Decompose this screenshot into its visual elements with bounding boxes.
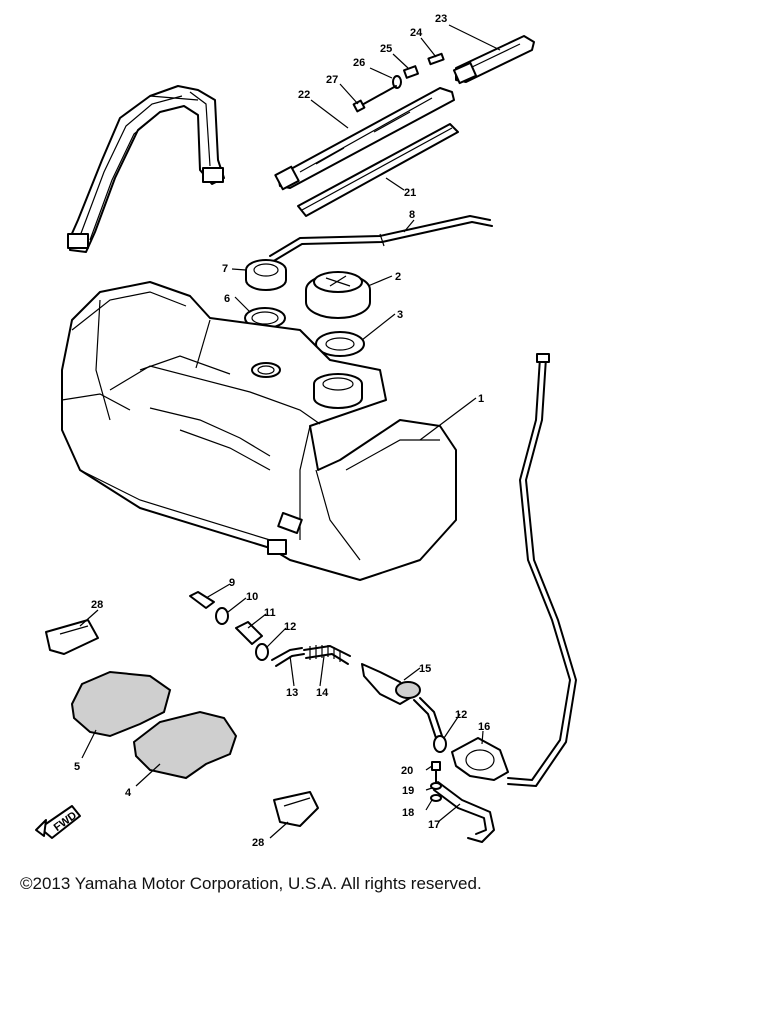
clamp-12a [255, 643, 269, 661]
pad-4 [132, 710, 238, 780]
label-part-11: 11 [264, 607, 276, 619]
tank-strap-22 [274, 87, 455, 191]
filler-cap-2 [305, 271, 371, 319]
part-labels: 23 24 25 26 27 22 21 8 7 2 6 3 1 9 10 11… [74, 13, 490, 849]
label-part-3: 3 [397, 309, 403, 321]
petcock-11 [235, 621, 263, 645]
label-part-21: 21 [404, 187, 416, 199]
filter-15 [361, 663, 421, 705]
spring-hose-14 [303, 645, 351, 665]
label-part-6: 6 [224, 293, 230, 305]
label-part-12b: 12 [455, 709, 467, 721]
label-part-15: 15 [419, 663, 431, 675]
rubber-strip-21 [297, 123, 459, 217]
label-part-16: 16 [478, 721, 490, 733]
label-part-19: 19 [402, 785, 414, 797]
label-part-26: 26 [353, 57, 365, 69]
label-part-1: 1 [478, 393, 484, 405]
washer-19 [430, 782, 442, 790]
hose-13 [271, 647, 305, 667]
label-part-22: 22 [298, 89, 310, 101]
label-part-7: 7 [222, 263, 228, 275]
fuel-tank-1 [61, 281, 457, 581]
label-part-23: 23 [435, 13, 447, 25]
label-part-13: 13 [286, 687, 298, 699]
return-line [507, 353, 577, 787]
label-part-2: 2 [395, 271, 401, 283]
washer-18 [430, 794, 442, 802]
label-part-20: 20 [401, 765, 413, 777]
label-part-8: 8 [409, 209, 415, 221]
pin-24 [427, 52, 445, 66]
label-part-5: 5 [74, 761, 80, 773]
label-part-17: 17 [428, 819, 440, 831]
pump-bracket-17 [433, 781, 495, 843]
block-28b [273, 791, 319, 827]
clamp-10 [215, 607, 229, 625]
collar-25 [402, 65, 420, 79]
label-part-4: 4 [125, 787, 132, 799]
leader-lines [79, 24, 501, 839]
fitting-9 [189, 591, 215, 609]
copyright-notice: ©2013 Yamaha Motor Corporation, U.S.A. A… [20, 874, 482, 893]
fuel-tank-exploded-diagram: FWD 23 24 25 2 [35, 13, 577, 849]
bolt-20 [431, 761, 441, 783]
label-part-14: 14 [316, 687, 329, 699]
label-part-10: 10 [246, 591, 258, 603]
label-part-9: 9 [229, 577, 235, 589]
block-28a [45, 619, 99, 655]
vent-cap-7 [245, 259, 287, 291]
fwd-arrow-icon: FWD [35, 805, 81, 839]
hose-to-pump [413, 697, 443, 739]
label-part-28a: 28 [91, 599, 103, 611]
bolt-27 [352, 85, 397, 113]
label-part-28b: 28 [252, 837, 264, 849]
label-part-18: 18 [402, 807, 414, 819]
frame-bracket [67, 85, 225, 253]
label-part-27: 27 [326, 74, 338, 86]
pad-5 [70, 670, 172, 738]
breather-hose-8 [269, 215, 493, 263]
washer-26 [392, 75, 402, 89]
label-part-25: 25 [380, 43, 392, 55]
label-part-12a: 12 [284, 621, 296, 633]
clamp-12b [433, 735, 447, 753]
filler-gasket-3 [315, 331, 365, 357]
strap-23 [452, 35, 535, 85]
label-part-24: 24 [410, 27, 423, 39]
fuel-pump-16 [451, 737, 509, 781]
